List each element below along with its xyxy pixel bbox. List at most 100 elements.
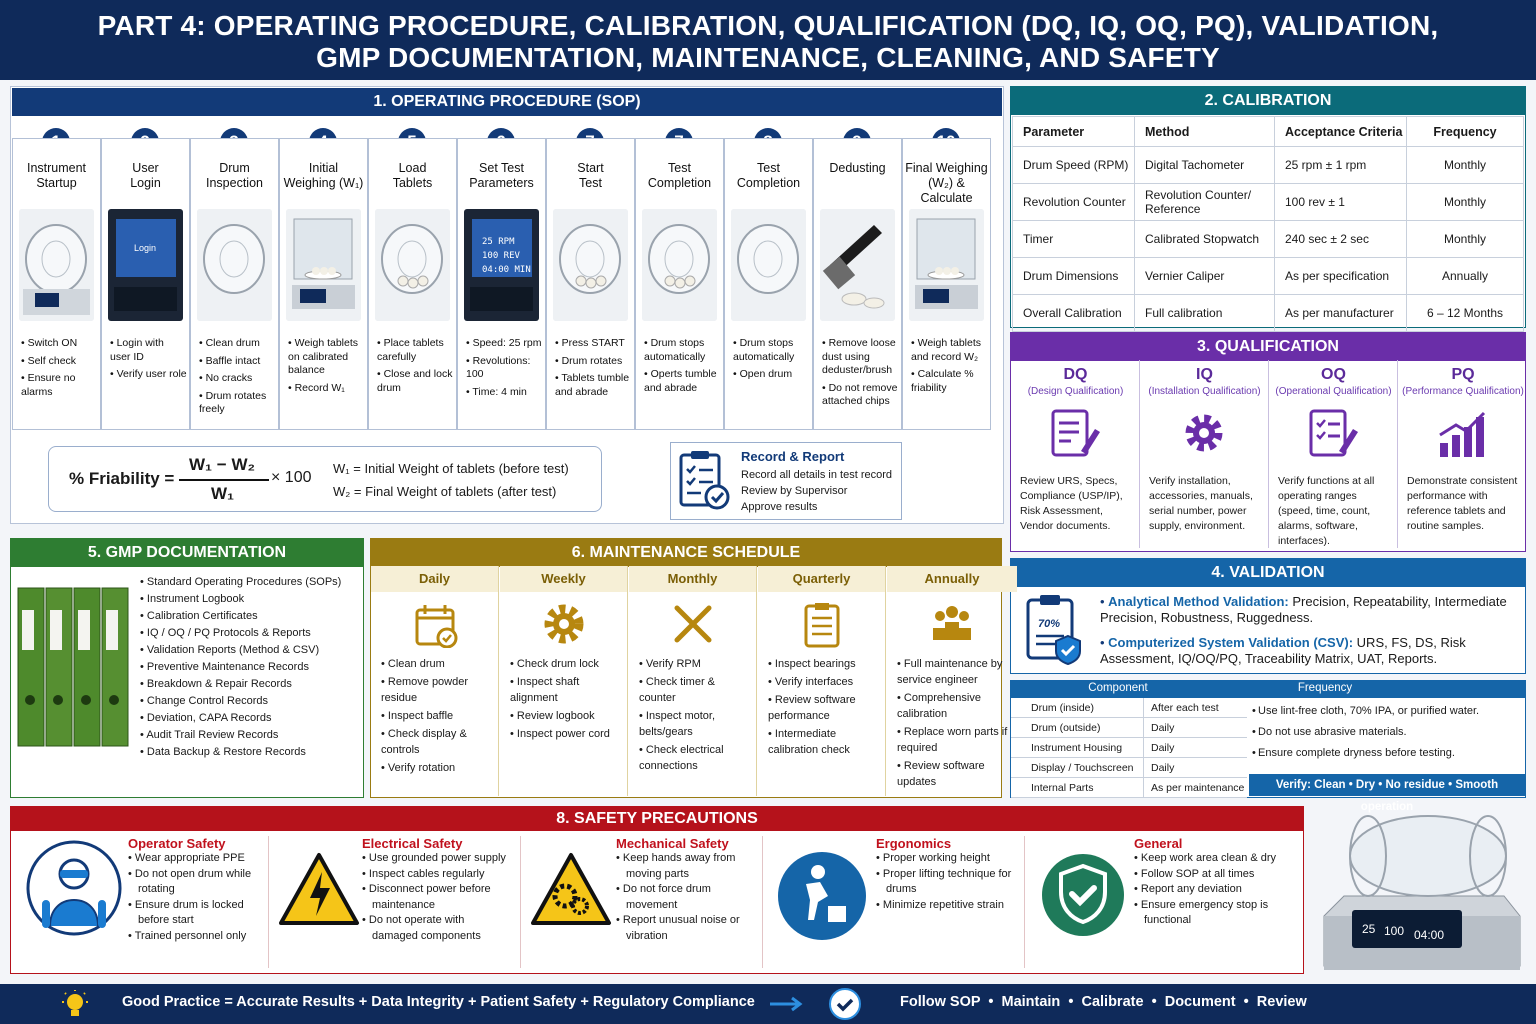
calibration-cell: Monthly: [1406, 146, 1524, 184]
safety-heading: Ergonomics: [876, 836, 952, 851]
maintenance-task: Verify RPM: [639, 656, 750, 672]
maintenance-tasks: Inspect bearingsVerify interfacesReview …: [758, 656, 885, 758]
gear-icon: [544, 604, 583, 644]
safety-item: Do not open drum while rotating: [128, 867, 260, 898]
maintenance-task: Review logbook: [510, 708, 621, 724]
general-shield-check-icon: [1042, 854, 1124, 936]
safety-item: Trained personnel only: [128, 929, 260, 945]
gmp-item: • Standard Operating Procedures (SOPs): [140, 574, 360, 591]
maintenance-daily: DailyClean drumRemove powder residueInsp…: [371, 566, 499, 796]
gmp-item-text: Standard Operating Procedures (SOPs): [146, 576, 342, 588]
formula-w2-def: W₂ = Final Weight of tablets (after test…: [333, 484, 557, 499]
calibration-cell: Vernier Caliper: [1134, 257, 1275, 295]
analytical-label: Analytical Method Validation:: [1108, 594, 1289, 609]
calibration-cell: 240 sec ± 2 sec: [1274, 220, 1407, 258]
ergonomics-lifting-icon: [778, 852, 866, 940]
maintenance-tasks: Check drum lockInspect shaft alignmentRe…: [500, 656, 627, 742]
clipboard-list-icon: [804, 603, 839, 648]
qualification-oq: OQ(Operational Qualification)Verify func…: [1270, 360, 1398, 548]
safety-items: Keep hands away from moving partsDo not …: [616, 851, 762, 944]
sop-step-bullets: Place tablets carefullyClose and lock dr…: [377, 337, 454, 399]
maintenance-task: Inspect motor, belts/gears: [639, 708, 750, 740]
operator-ppe-icon: [26, 840, 122, 936]
step-illustration: [375, 209, 450, 321]
cal-header-acceptance: Acceptance Criteria: [1274, 116, 1407, 147]
record-title: Record & Report: [741, 449, 845, 464]
safety-heading: Electrical Safety: [362, 836, 463, 851]
step-illustration: [642, 209, 717, 321]
sop-step-title: Final Weighing (W₂) & Calculate: [905, 161, 988, 205]
qual-description: Verify functions at all operating ranges…: [1278, 475, 1375, 547]
gmp-bullet: •: [140, 712, 147, 724]
safety-item: Do not force drum movement: [616, 882, 762, 913]
maintenance-heading: Daily: [371, 566, 498, 592]
safety-items: Wear appropriate PPEDo not open drum whi…: [128, 851, 260, 944]
sop-step-bullet: Tablets tumble and abrade: [555, 372, 632, 399]
cleaning-note: Ensure complete dryness before testing.: [1258, 747, 1455, 759]
gmp-item: • Validation Reports (Method & CSV): [140, 642, 360, 659]
gmp-item: • Calibration Certificates: [140, 608, 360, 625]
sop-step-bullet: Weigh tablets on calibrated balance: [288, 337, 365, 378]
sop-step-bullets: Clean drumBaffle intactNo cracksDrum rot…: [199, 337, 276, 421]
maintenance-weekly: WeeklyCheck drum lockInspect shaft align…: [500, 566, 628, 796]
qual-title: OQ: [1321, 366, 1346, 383]
check-circle-icon: [829, 988, 861, 1020]
qual-title: PQ: [1451, 366, 1475, 383]
sop-step-title: Test Completion: [736, 161, 801, 190]
maintenance-task: Clean drum: [381, 656, 492, 672]
sop-title: 1. OPERATING PROCEDURE (SOP): [12, 88, 1002, 116]
sop-step-title: Instrument Startup: [26, 161, 87, 190]
sop-step-title: User Login: [130, 161, 161, 190]
sop-step-bullet: Baffle intact: [199, 355, 276, 369]
safety-item: Keep hands away from moving parts: [616, 851, 762, 882]
sop-step-bullet: Self check: [21, 355, 98, 369]
sop-step-bullet: Drum rotates freely: [199, 390, 276, 417]
sop-step-bullet: Drum rotates: [555, 355, 632, 369]
maintenance-tasks: Full maintenance by service engineerComp…: [887, 656, 1017, 790]
cleaning-frequency: After each test: [1151, 702, 1219, 714]
maintenance-task: Check drum lock: [510, 656, 621, 672]
cal-header-method: Method: [1134, 116, 1275, 147]
gmp-item: • Instrument Logbook: [140, 591, 360, 608]
maintenance-title: 6. MAINTENANCE SCHEDULE: [371, 539, 1001, 567]
safety-item: Ensure drum is locked before start: [128, 898, 260, 929]
sop-step: Test CompletionDrum stops automaticallyO…: [635, 138, 724, 430]
installation-gear-icon: [1185, 414, 1222, 452]
safety-item: Do not operate with damaged components: [362, 913, 512, 944]
qual-subtitle: (Performance Qualification): [1402, 386, 1524, 397]
sop-step-bullets: Drum stops automaticallyOpen drum: [733, 337, 810, 386]
cleaning-note-bullet: •: [1252, 747, 1256, 759]
qual-subtitle: (Installation Qualification): [1148, 386, 1261, 397]
maintenance-tasks: Verify RPMCheck timer & counterInspect m…: [629, 656, 756, 774]
gmp-title: 5. GMP DOCUMENTATION: [11, 539, 363, 567]
record-line3: Approve results: [741, 501, 818, 513]
gmp-item-text: IQ / OQ / PQ Protocols & Reports: [146, 627, 311, 639]
cleaning-note: Use lint-free cloth, 70% IPA, or purifie…: [1258, 705, 1480, 717]
formula-w1-def: W₁ = Initial Weight of tablets (before t…: [333, 461, 569, 476]
gmp-item-text: Data Backup & Restore Records: [146, 746, 306, 758]
step-illustration: [464, 209, 539, 321]
device-display-speed: 25: [1362, 922, 1376, 936]
safety-items: Proper working heightProper lifting tech…: [876, 851, 1026, 913]
sop-step-title: Load Tablets: [392, 161, 433, 190]
clipboard-check-icon: [679, 451, 730, 510]
validation-analytical: • Analytical Method Validation: Precisio…: [1100, 594, 1507, 625]
maintenance-tasks: Clean drumRemove powder residueInspect b…: [371, 656, 498, 776]
sop-step: DedustingRemove loose dust using deduste…: [813, 138, 902, 430]
sop-step-bullets: Press STARTDrum rotatesTablets tumble an…: [555, 337, 632, 403]
gmp-item: • IQ / OQ / PQ Protocols & Reports: [140, 625, 360, 642]
sop-step-bullets: Weigh tablets and record W₂Calculate % f…: [911, 337, 988, 399]
sop-step-image: [553, 209, 628, 321]
cleaning-frequency: Daily: [1151, 742, 1175, 754]
calibration-cell: Annually: [1406, 257, 1524, 295]
cleaning-component: Internal Parts: [1031, 782, 1094, 794]
sop-step-bullet: Revolutions: 100: [466, 355, 543, 382]
sop-step: Load TabletsPlace tablets carefullyClose…: [368, 138, 457, 430]
sop-step-bullet: Verify user role: [110, 368, 187, 382]
qualification-pq: PQ(Performance Qualification)Demonstrate…: [1399, 360, 1527, 548]
maintenance-task: Verify rotation: [381, 760, 492, 776]
